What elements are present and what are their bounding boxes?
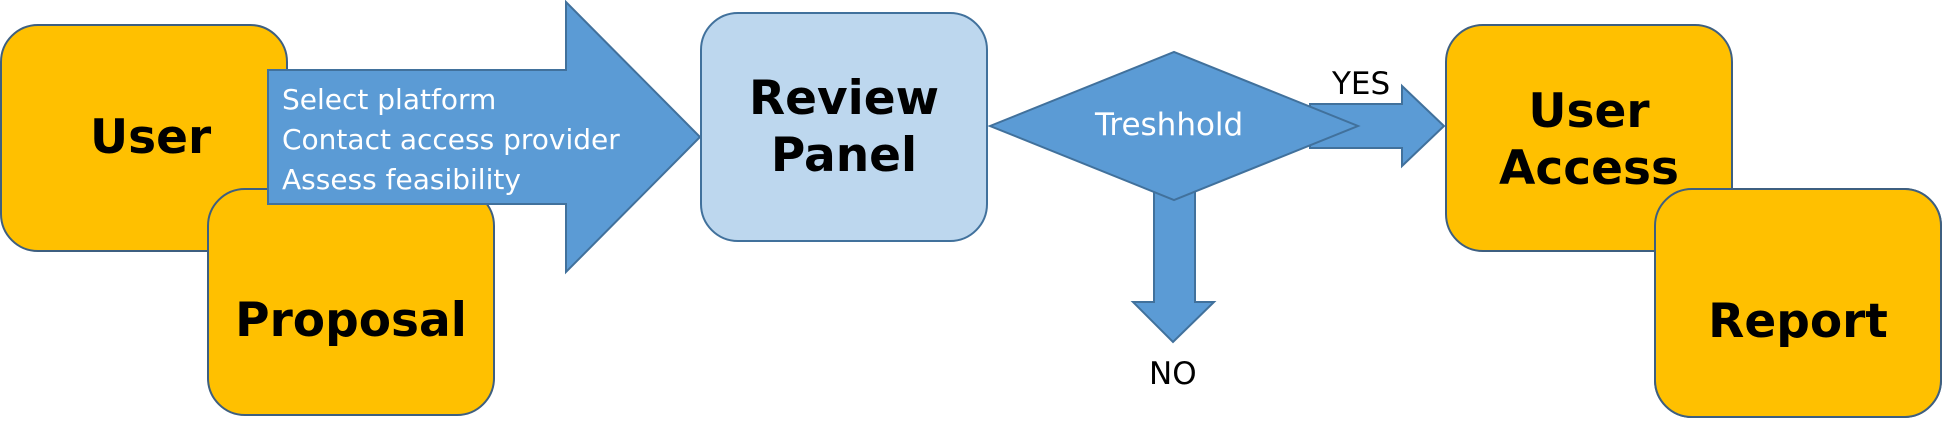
- step-contact-access-provider: Contact access provider: [282, 123, 620, 156]
- steps-list: Select platform Contact access provider …: [282, 80, 620, 200]
- yes-label: YES: [1332, 66, 1391, 102]
- review-panel-line-1: Review: [748, 70, 940, 126]
- user-access-line-1: User: [1528, 83, 1650, 139]
- user-node: User: [0, 24, 288, 252]
- no-arrow-shape: [1130, 187, 1217, 344]
- threshold-label: Treshhold: [1095, 107, 1244, 143]
- user-node-label: User: [90, 110, 212, 166]
- report-node-front-label: Report: [1708, 294, 1888, 350]
- yes-arrow-shape: [1309, 83, 1446, 169]
- review-panel-node: Review Panel: [700, 12, 988, 242]
- user-access-line-2: Access: [1499, 141, 1679, 196]
- report-node-front: Report: [1654, 188, 1942, 418]
- review-panel-line-2: Panel: [770, 128, 918, 183]
- proposal-node-label: Proposal: [235, 293, 467, 349]
- review-panel-node-label: Review Panel: [749, 70, 939, 185]
- step-select-platform: Select platform: [282, 83, 497, 116]
- steps-arrow-shape: [267, 0, 702, 275]
- step-assess-feasibility: Assess feasibility: [282, 163, 521, 196]
- proposal-node: Proposal: [207, 188, 495, 416]
- threshold-diamond-shape: [987, 50, 1361, 202]
- user-access-node-label: User Access: [1499, 83, 1679, 198]
- no-label: NO: [1149, 356, 1197, 392]
